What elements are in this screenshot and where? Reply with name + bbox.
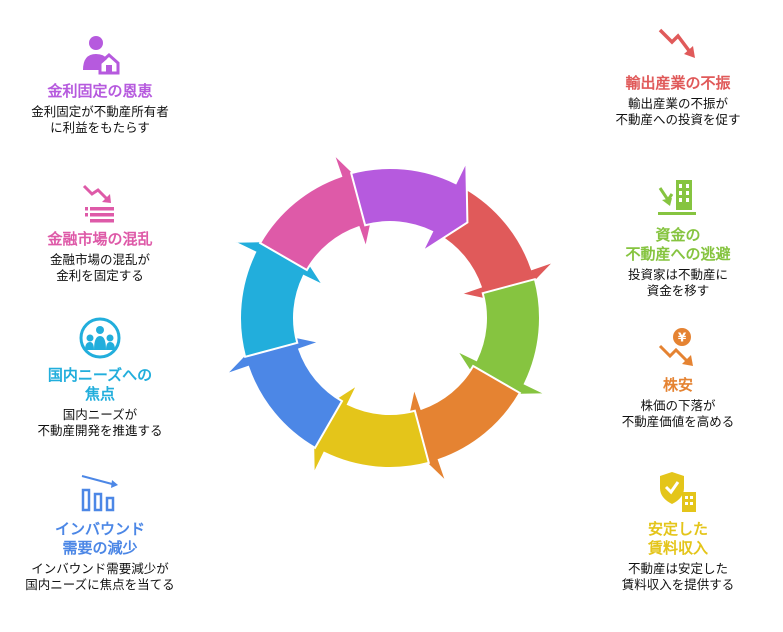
item-title: 金融市場の混乱 (47, 230, 153, 248)
item-title: 国内ニーズへの 焦点 (47, 366, 153, 403)
item-title: 資金の 不動産への逃避 (625, 226, 731, 263)
item-description: 金融市場の混乱が 金利を固定する (49, 252, 150, 283)
declining-bars-icon (81, 475, 118, 512)
item-capital-flight: 資金の 不動産への逃避 投資家は不動産に 資金を移す (578, 176, 778, 299)
item-description: 金利固定が不動産所有者 に利益をもたらす (31, 104, 169, 135)
item-market-turmoil: 金融市場の混乱 金融市場の混乱が 金利を固定する (0, 180, 200, 284)
item-export-slump: 輸出産業の不振 輸出産業の不振が 不動産への投資を促す (578, 24, 778, 128)
svg-text:¥: ¥ (678, 331, 687, 345)
item-fixed-rate: 金利固定の恩恵 金利固定が不動産所有者 に利益をもたらす (0, 32, 200, 136)
item-description: 不動産は安定した 賃料収入を提供する (621, 561, 735, 592)
item-title: 輸出産業の不振 (625, 74, 731, 92)
item-description: インバウンド需要減少が 国内ニーズに焦点を当てる (25, 561, 175, 592)
item-description: 株価の下落が 不動産価値を高める (621, 398, 735, 429)
people-group-icon (79, 317, 121, 359)
item-description: 投資家は不動産に 資金を移す (627, 267, 728, 298)
item-stock-drop: ¥ 株安 株価の下落が 不動産価値を高める (578, 326, 778, 430)
building-arrow-icon (658, 180, 696, 215)
cycle-arrow-fixed (349, 161, 469, 255)
cycle-diagram (224, 152, 556, 484)
owner-house-icon (83, 36, 120, 75)
yen-down-icon: ¥ (658, 328, 693, 366)
shield-income-icon (660, 472, 696, 512)
item-domestic-focus: 国内ニーズへの 焦点 国内ニーズが 不動産開発を推進する (0, 316, 200, 439)
item-stable-rent: 安定した 賃料収入 不動産は安定した 賃料収入を提供する (578, 470, 778, 593)
item-title: 株安 (662, 376, 693, 394)
item-title: インバウンド 需要の減少 (54, 520, 145, 557)
item-inbound-decline: インバウンド 需要の減少 インバウンド需要減少が 国内ニーズに焦点を当てる (0, 470, 200, 593)
item-description: 国内ニーズが 不動産開発を推進する (37, 407, 163, 438)
item-title: 安定した 賃料収入 (647, 520, 708, 557)
item-title: 金利固定の恩恵 (47, 82, 153, 100)
item-description: 輸出産業の不振が 不動産への投資を促す (615, 96, 741, 127)
market-decline-icon (82, 184, 114, 223)
trend-down-icon (658, 28, 695, 58)
